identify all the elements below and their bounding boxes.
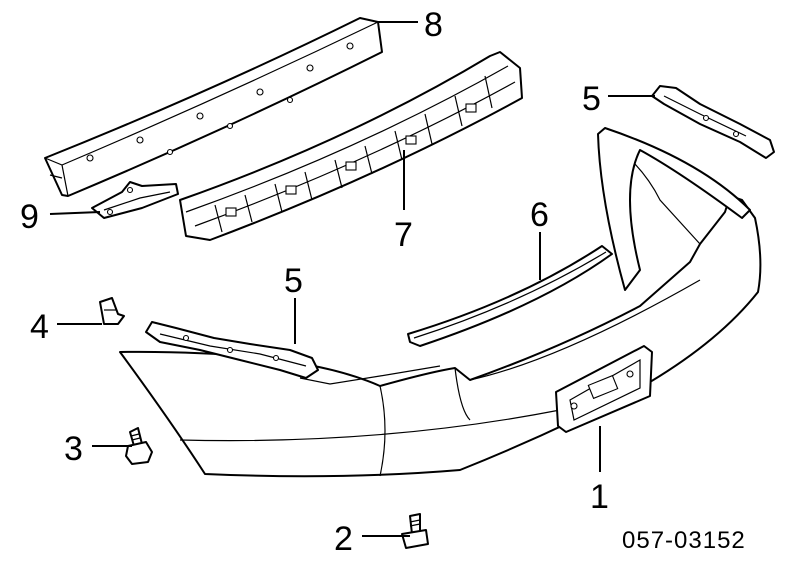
side-bracket-part-5-left [145, 321, 319, 379]
callout-5-right: 5 [582, 80, 601, 118]
side-bracket-part-5-right [651, 85, 775, 159]
callout-2: 2 [334, 520, 353, 558]
garnish-strip-part-6 [407, 245, 613, 347]
callout-labels: 8 5 9 7 6 5 4 3 1 2 [20, 6, 609, 558]
callout-4: 4 [30, 308, 49, 346]
bracket-part-9 [91, 181, 179, 219]
part-code: 057-03152 [622, 527, 746, 554]
callout-8: 8 [424, 6, 443, 44]
reinforcement-beam-part-8 [44, 17, 383, 197]
clip-part-4 [99, 297, 125, 325]
energy-absorber-part-7 [179, 51, 523, 241]
callout-6: 6 [530, 196, 549, 234]
callout-9: 9 [20, 198, 39, 236]
callout-3: 3 [64, 430, 83, 468]
license-plate-recess [555, 345, 653, 433]
callout-5-left: 5 [284, 262, 303, 300]
bumper-cover-part-1 [119, 127, 762, 478]
leader-lines [49, 21, 655, 537]
callout-1: 1 [590, 478, 609, 516]
screw-part-2 [401, 513, 429, 549]
bolt-part-3 [125, 427, 153, 465]
callout-7: 7 [394, 216, 413, 254]
